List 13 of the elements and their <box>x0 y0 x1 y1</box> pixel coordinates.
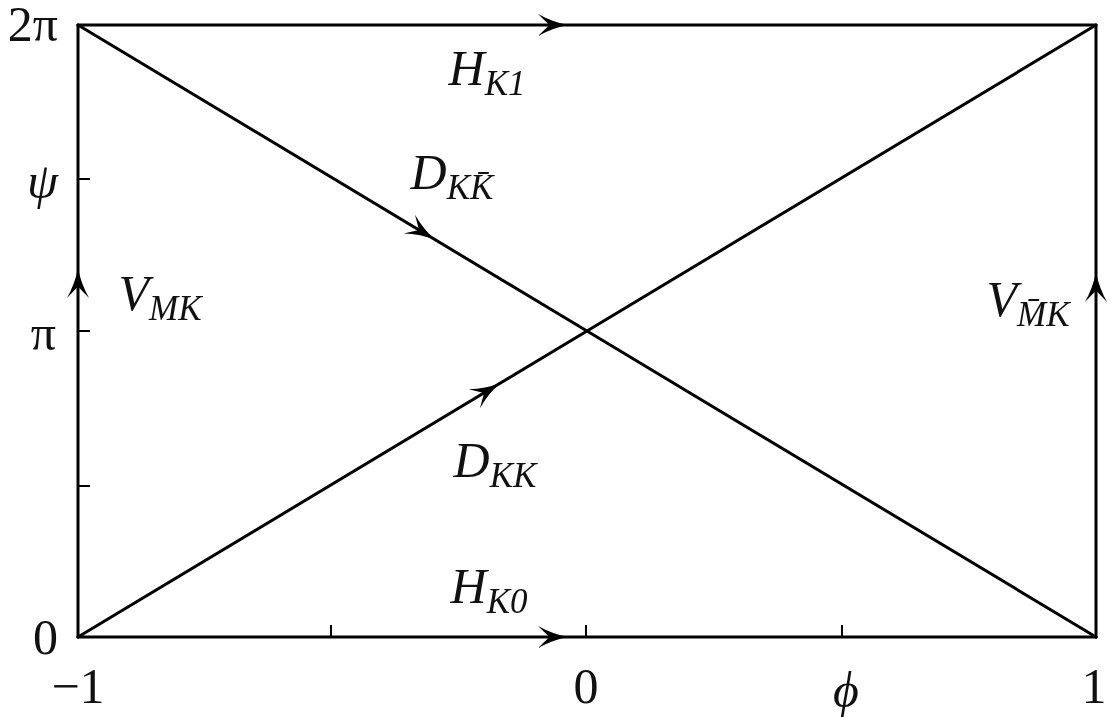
axis-tick-label: 0 <box>573 661 599 711</box>
path-label: V$_{M̄K}$ <box>986 273 1070 333</box>
path-label: H$_{K0}$ <box>450 560 528 620</box>
axis-tick-label: 2π <box>7 0 58 49</box>
path-label: H$_{K1}$ <box>448 42 526 102</box>
path-label: D$_{KK̄}$ <box>410 146 494 206</box>
axis-tick-label: −1 <box>51 661 105 711</box>
path-label: V$_{MK}$ <box>118 267 202 327</box>
axis-tick-label: 0 <box>33 612 58 662</box>
axis-tick-label: 1 <box>1081 661 1107 711</box>
axis-tick-label: π <box>30 308 56 358</box>
axis-label: ϕ <box>833 665 859 715</box>
path-label: D$_{KK}$ <box>453 434 537 494</box>
